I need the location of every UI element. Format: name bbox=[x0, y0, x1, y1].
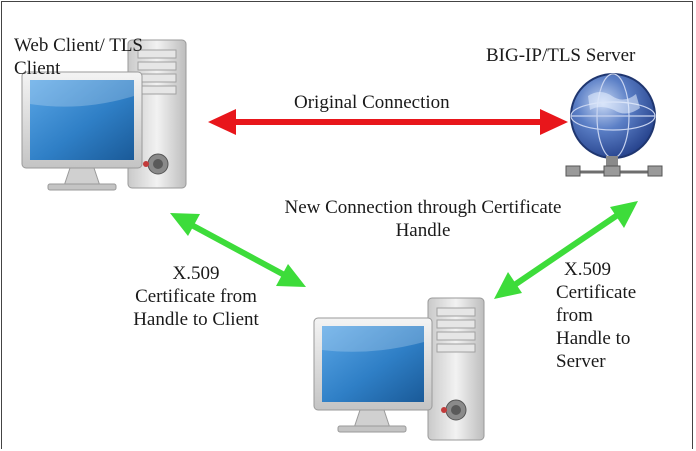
client-handle-arrow bbox=[170, 213, 306, 287]
server-globe-icon bbox=[565, 73, 663, 177]
client-label: Web Client/ TLS Client bbox=[14, 34, 143, 80]
original-connection-arrow bbox=[208, 109, 568, 135]
handle-computer-icon bbox=[313, 297, 485, 441]
client-cert-line1: X.509 bbox=[172, 263, 220, 284]
server-cert-line4: Handle to bbox=[556, 328, 631, 349]
new-connection-line1: New Connection through Certificate bbox=[284, 197, 562, 218]
server-label: BIG-IP/TLS Server bbox=[486, 45, 636, 66]
server-cert-line5: Server bbox=[556, 351, 606, 372]
client-computer-icon bbox=[21, 39, 187, 191]
new-connection-label: New Connection through Certificate Handl… bbox=[240, 196, 606, 242]
server-cert-line1: X.509 bbox=[564, 259, 611, 280]
new-connection-line2: Handle bbox=[395, 220, 451, 241]
server-cert-line3: from bbox=[556, 305, 593, 326]
client-label-line1: Web Client/ TLS bbox=[14, 35, 144, 56]
server-cert-line2: Certificate bbox=[556, 282, 637, 303]
client-cert-line3: Handle to Client bbox=[133, 309, 259, 330]
server-certificate-label: X.509 Certificate from Handle to Server bbox=[556, 258, 636, 373]
client-certificate-label: X.509 Certificate from Handle to Client bbox=[110, 262, 282, 331]
server-handle-arrow bbox=[494, 201, 638, 299]
original-connection-label: Original Connection bbox=[294, 92, 450, 113]
client-cert-line2: Certificate from bbox=[135, 286, 257, 307]
client-label-line2: Client bbox=[14, 58, 61, 79]
